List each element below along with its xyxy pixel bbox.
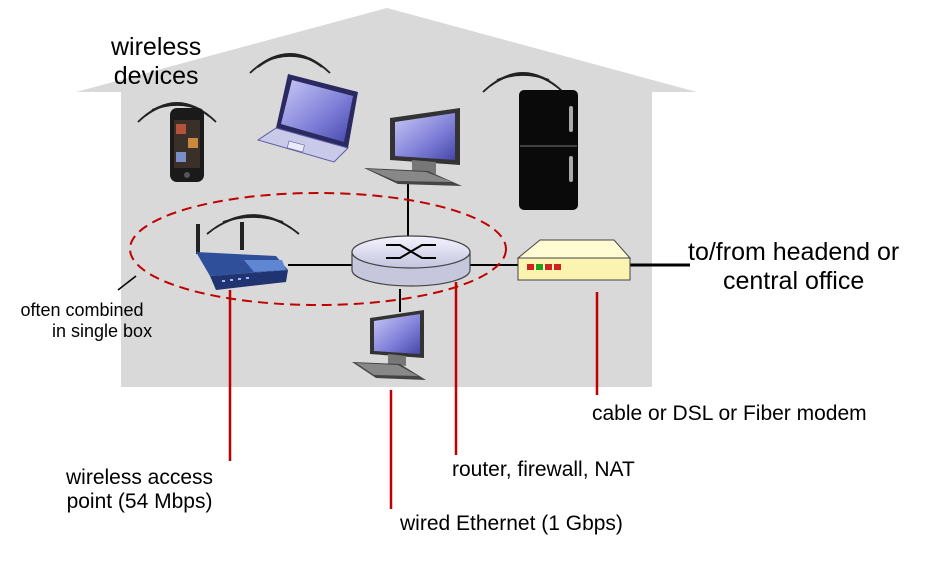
laptop-icon	[256, 74, 358, 163]
wifi-wave-icon	[137, 53, 564, 235]
fridge-icon	[519, 90, 578, 210]
access-point-line-1: wireless access	[66, 466, 214, 489]
access-point-line-2: point (54 Mbps)	[66, 490, 213, 514]
headend-label: to/from headend or central office	[688, 238, 899, 296]
desktop-icon	[352, 310, 426, 380]
combined-box-outline	[129, 192, 507, 306]
modem-label: cable or DSL or Fiber modem	[592, 402, 867, 425]
desktop-icon	[364, 108, 462, 186]
combined-label: often combined in single box	[12, 300, 152, 341]
headend-line-1: to/from headend or	[688, 238, 900, 266]
ethernet-label: wired Ethernet (1 Gbps)	[400, 512, 623, 535]
headend-line-2: central office	[722, 266, 865, 295]
wireless-devices-line-2: devices	[113, 61, 199, 90]
access-point-icon	[196, 222, 288, 290]
combined-line-2: in single box	[52, 320, 153, 341]
combined-line-1: often combined	[20, 300, 144, 320]
access-point-label: wireless access point (54 Mbps)	[66, 466, 213, 514]
wireless-devices-label: wireless devices	[111, 33, 201, 91]
modem-icon	[516, 239, 632, 281]
wireless-devices-line-1: wireless	[111, 33, 202, 61]
router-icon	[351, 235, 471, 287]
callout-lines	[228, 282, 599, 509]
router-label: router, firewall, NAT	[452, 458, 635, 481]
combined-pointer	[117, 275, 137, 291]
phone-icon	[170, 108, 204, 182]
network-cables	[288, 182, 690, 312]
